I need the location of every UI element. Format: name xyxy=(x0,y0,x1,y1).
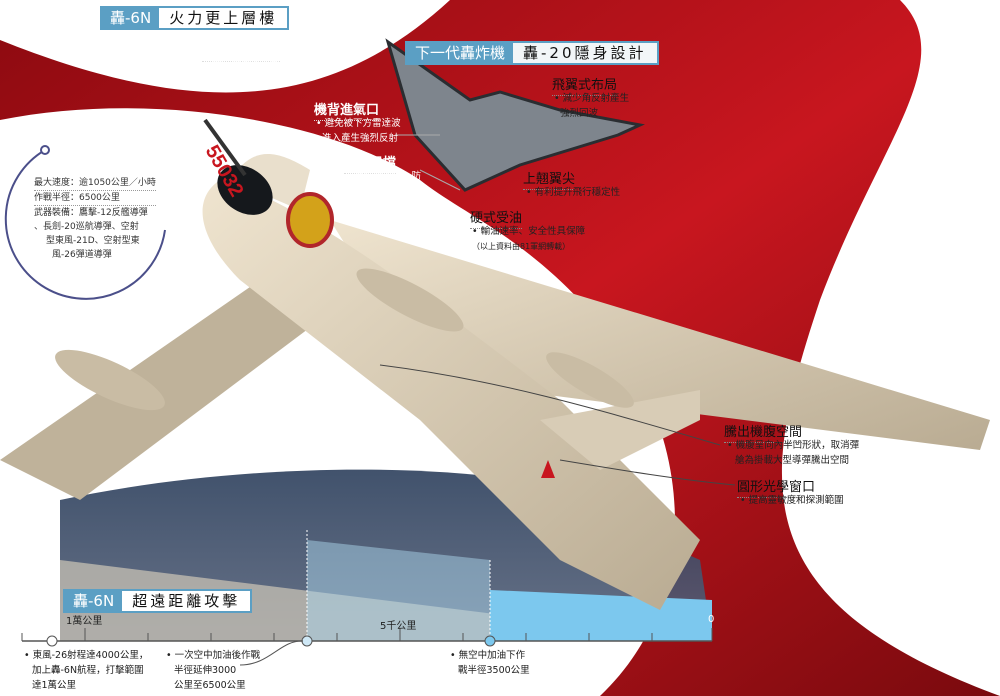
spec-weapons-line4: 風-26彈道導彈 xyxy=(52,250,112,260)
range-title: 超遠距離攻擊 xyxy=(132,592,241,610)
annotation-gold-windshield-text: • 屏蔽電磁波，防止產生強烈回波 xyxy=(346,171,422,197)
range-marker-10000km xyxy=(46,635,58,647)
annotation-nose-refuel-text: • 實現空中受油能力，作戰半徑延至6500公里 xyxy=(204,60,308,86)
header-banner: 轟-6N 火力更上層樓 xyxy=(100,6,290,30)
spec-weapons-line2: 、長劍-20巡航導彈、空射 xyxy=(34,222,139,232)
range-marker-6500km xyxy=(301,635,313,647)
header-tag: 轟-6N xyxy=(102,8,160,28)
h20-title: 轟-20隱身設計 xyxy=(523,44,647,62)
annotation-flying-wing-title: 飛翼式布局 xyxy=(552,74,618,96)
scale-label-5000km: 5千公里 xyxy=(380,621,417,632)
range-banner: 轟-6N 超遠距離攻擊 xyxy=(63,589,253,613)
annotation-boom-refuel-text: • 輸油速率、安全性具保障（以上資料由81軍網轉載） xyxy=(472,226,586,251)
range-marker-3500km xyxy=(484,635,496,647)
h20-banner: 下一代轟炸機 轟-20隱身設計 xyxy=(405,41,659,65)
specs-panel: 最大速度：逾1050公里／小時 作戰半徑：6500公里 武器裝備：鷹擊-12反艦… xyxy=(34,176,156,262)
h20-bomber-image xyxy=(385,38,645,192)
annotation-flying-wing-text: • 減少角反射產生強烈回波 xyxy=(554,93,630,119)
spec-max-speed: 最大速度：逾1050公里／小時 xyxy=(34,176,156,191)
spec-combat-radius: 作戰半徑：6500公里 xyxy=(34,191,156,206)
annotation-wingtip-title: 上翹翼尖 xyxy=(523,168,576,190)
annotation-belly-space-title: 騰出機腹空間 xyxy=(724,421,803,443)
range-note-df26: • 東風-26射程達4000公里，加上轟-6N航程，打擊範圍達1萬公里 xyxy=(24,650,149,691)
annotation-wingtip-text: • 有利提升飛行穩定性 xyxy=(526,187,621,198)
annotation-boom-refuel-title: 硬式受油 xyxy=(470,207,523,229)
h20-tag: 下一代轟炸機 xyxy=(407,43,514,63)
range-note-unrefueled: • 無空中加油下作戰半徑3500公里 xyxy=(450,650,530,676)
annotation-gold-windshield-title: 鍍金風擋 xyxy=(344,152,397,174)
h6n-bomber-image xyxy=(0,118,990,610)
annotation-belly-space-text: • 機腹呈向內半凹形狀，取消彈艙為掛載大型導彈騰出空間 xyxy=(727,440,860,466)
annotation-nose-refuel-title: 機鼻置輸油管 xyxy=(202,40,281,62)
header-title: 火力更上層樓 xyxy=(169,9,278,27)
spec-weapons: 武器裝備：鷹擊-12反艦導彈 xyxy=(34,208,148,218)
range-tag: 轟-6N xyxy=(65,591,123,611)
annotation-dorsal-intake-text: • 避免被下方雷達波進入產生強烈反射 xyxy=(316,118,401,144)
annotation-dorsal-intake-title: 機背進氣口 xyxy=(314,99,380,121)
annotation-optical-window-text: • 提高靈敏度和探測範圍 xyxy=(740,495,844,506)
scale-label-0: 0 xyxy=(708,614,715,625)
stats-dial-arc xyxy=(4,149,166,300)
scale-label-10000km: 1萬公里 xyxy=(66,616,103,627)
spec-weapons-line3: 型東風-21D、空射型東 xyxy=(46,236,140,246)
leader-line xyxy=(99,34,206,73)
annotation-optical-window-title: 圓形光學窗口 xyxy=(737,476,816,498)
